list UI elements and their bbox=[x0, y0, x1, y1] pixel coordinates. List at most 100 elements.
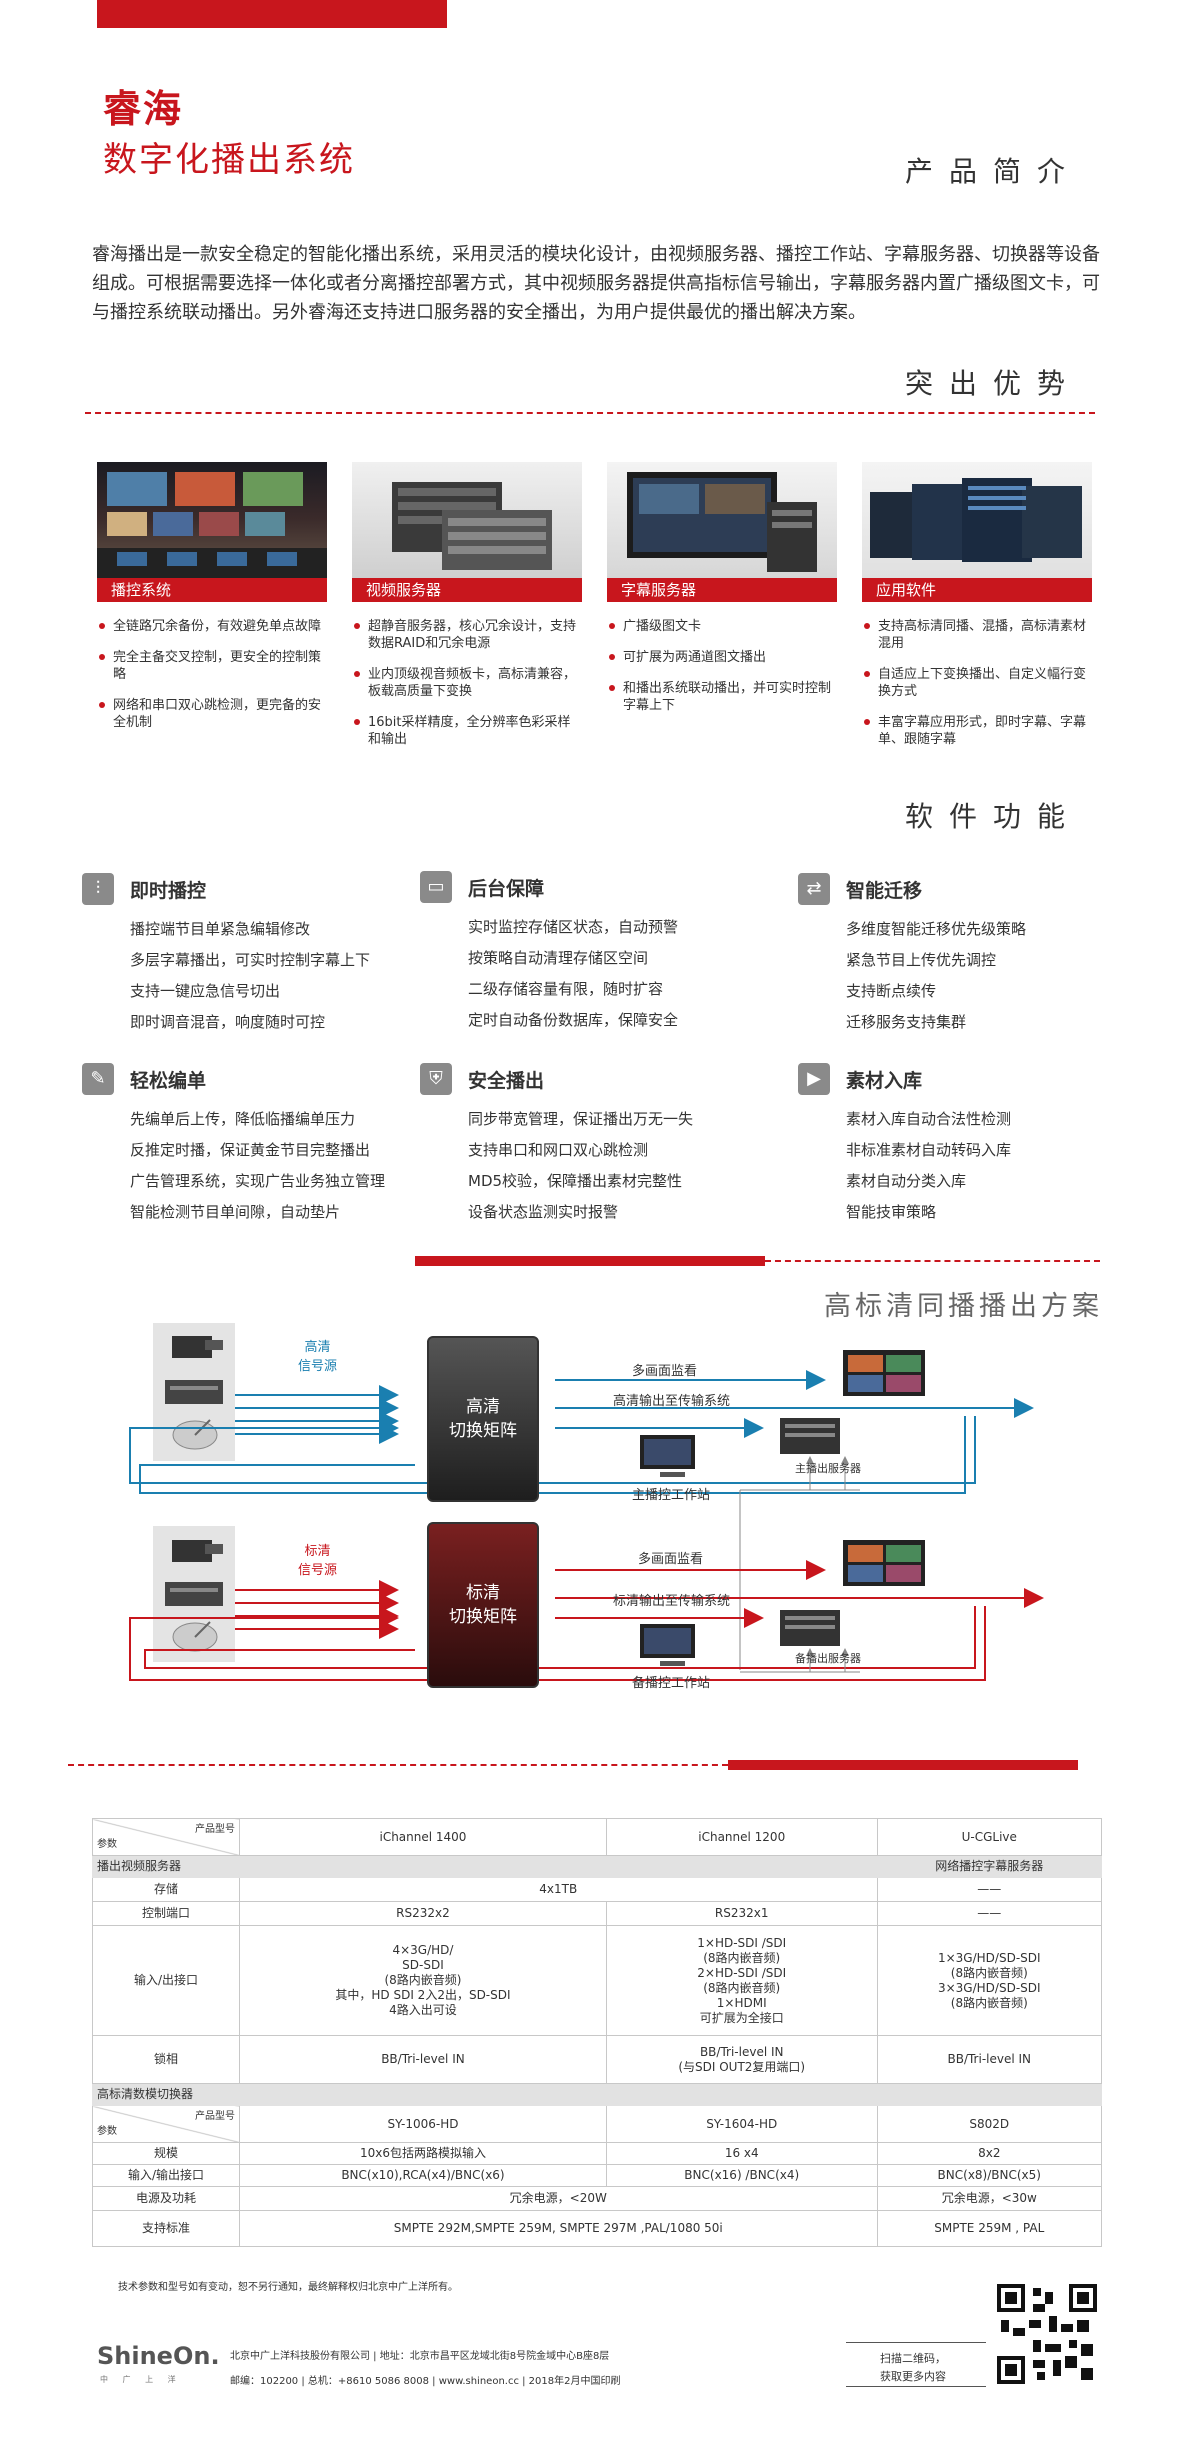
list-item: 智能检测节目单间隙，自动垫片 bbox=[130, 1203, 341, 1221]
spec-note: 技术参数和型号如有变动，恕不另行通知，最终解释权归北京中广上洋所有。 bbox=[118, 2282, 458, 2293]
list-item: 多维度智能迁移优先级策略 bbox=[846, 920, 1027, 938]
table-cell: —— bbox=[876, 1901, 1103, 1926]
function-title: 智能迁移 bbox=[846, 879, 923, 902]
row-label: 电源及功耗 bbox=[92, 2186, 240, 2211]
list-item: 按策略自动清理存储区空间 bbox=[468, 949, 649, 967]
diagram-accent-bar bbox=[415, 1256, 765, 1266]
section-title-functions: 软件功能 bbox=[904, 800, 1081, 833]
function-group: ✎轻松编单 先编单后上传，降低临播编单压力 反推定时播，保证黄金节目完整播出 广… bbox=[82, 1062, 442, 1228]
list-item: 自适应上下变换播出、自定义幅行变换方式 bbox=[862, 666, 1092, 700]
sd-server-label: 备播出服务器 bbox=[795, 1652, 861, 1665]
card-label: 应用软件 bbox=[862, 578, 1092, 602]
list-item: 智能技审策略 bbox=[846, 1203, 937, 1221]
card-label: 字幕服务器 bbox=[607, 578, 837, 602]
table-header-cell: SY-1604-HD bbox=[605, 2105, 878, 2143]
table-cell: BB/Tri-level IN (与SDI OUT2复用端口) bbox=[605, 2035, 878, 2084]
list-item: 可扩展为两通道图文播出 bbox=[607, 649, 837, 666]
list-item: 和播出系统联动播出，并可实时控制字幕上下 bbox=[607, 680, 837, 714]
list-item: 多层字幕播出，可实时控制字幕上下 bbox=[130, 951, 371, 969]
advantage-card-software: 应用软件 支持高标清同播、混播，高标清素材混用 自适应上下变换播出、自定义幅行变… bbox=[862, 462, 1092, 762]
table-header-cell: U-CGLive bbox=[876, 1818, 1103, 1856]
table-corner: 产品型号 参数 bbox=[92, 2105, 240, 2143]
list-item: 播控端节目单紧急编辑修改 bbox=[130, 920, 311, 938]
row-label: 输入/出接口 bbox=[92, 1925, 240, 2036]
table-cell: SMPTE 259M , PAL bbox=[876, 2210, 1103, 2247]
list-item: 完全主备交叉控制，更安全的控制策略 bbox=[97, 649, 327, 683]
function-group: ▶素材入库 素材入库自动合法性检测 非标准素材自动转码入库 素材自动分类入库 智… bbox=[798, 1062, 1158, 1228]
broadcast-diagram bbox=[129, 1323, 1044, 1681]
list-item: 素材自动分类入库 bbox=[846, 1172, 967, 1190]
transfer-icon: ⇄ bbox=[798, 873, 830, 905]
row-label: 锁相 bbox=[92, 2035, 240, 2084]
list-item: 支持一键应急信号切出 bbox=[130, 982, 281, 1000]
hd-server-icon bbox=[780, 1418, 840, 1454]
workstation-illustration bbox=[627, 472, 817, 572]
table-cell: BNC(x8)/BNC(x5) bbox=[876, 2164, 1103, 2187]
table-cell: SMPTE 292M,SMPTE 259M, SMPTE 297M ,PAL/1… bbox=[239, 2210, 878, 2247]
list-item: 超静音服务器，核心冗余设计，支持数据RAID和冗余电源 bbox=[352, 618, 582, 652]
list-item: 二级存储容量有限，随时扩容 bbox=[468, 980, 664, 998]
control-room-image: 播控系统 bbox=[97, 462, 327, 602]
list-item: 网络和串口双心跳检测，更完备的安全机制 bbox=[97, 697, 327, 731]
table-cell: 10x6包括两路模拟输入 bbox=[239, 2142, 607, 2165]
list-item: 广告管理系统，实现广告业务独立管理 bbox=[130, 1172, 386, 1190]
ingest-icon: ▶ bbox=[798, 1063, 830, 1095]
company-logo: ShineOn. bbox=[97, 2342, 220, 2370]
function-title: 轻松编单 bbox=[130, 1069, 207, 1092]
function-title: 素材入库 bbox=[846, 1069, 923, 1092]
table-header-cell: SY-1006-HD bbox=[239, 2105, 607, 2143]
list-item: 支持高标清同播、混播，高标清素材混用 bbox=[862, 618, 1092, 652]
list-item: 迁移服务支持集群 bbox=[846, 1013, 967, 1031]
server-image: 视频服务器 bbox=[352, 462, 582, 602]
hd-matrix: 高清 切换矩阵 bbox=[427, 1336, 539, 1502]
divider bbox=[846, 2342, 986, 2343]
hd-workstation-label: 主播控工作站 bbox=[632, 1488, 711, 1503]
sd-server-icon bbox=[780, 1610, 840, 1646]
list-item: 定时自动备份数据库，保障安全 bbox=[468, 1011, 679, 1029]
function-group: ⫶即时播控 播控端节目单紧急编辑修改 多层字幕播出，可实时控制字幕上下 支持一键… bbox=[82, 872, 442, 1038]
function-title: 安全播出 bbox=[468, 1069, 545, 1092]
hd-output-label: 高清输出至传输系统 bbox=[613, 1394, 731, 1409]
qr-code-icon[interactable] bbox=[997, 2284, 1097, 2384]
table-cell: 4x1TB bbox=[239, 1877, 878, 1902]
sliders-icon: ⫶ bbox=[82, 873, 114, 905]
monitor-icon: ▭ bbox=[420, 871, 452, 903]
list-item: 全链路冗余备份，有效避免单点故障 bbox=[97, 618, 327, 635]
server-illustration bbox=[392, 482, 552, 570]
advantage-card-video-server: 视频服务器 超静音服务器，核心冗余设计，支持数据RAID和冗余电源 业内顶级视音… bbox=[352, 462, 582, 762]
row-label: 输入/输出接口 bbox=[92, 2164, 240, 2187]
list-item: 非标准素材自动转码入库 bbox=[846, 1141, 1012, 1159]
corner-bottom-label: 参数 bbox=[97, 2126, 117, 2137]
list-item: 业内顶级视音频板卡，高标清兼容，板载高质量下变换 bbox=[352, 666, 582, 700]
sd-monitor-label: 多画面监看 bbox=[638, 1552, 704, 1567]
list-item: 设备状态监测实时报警 bbox=[468, 1203, 619, 1221]
card-label: 视频服务器 bbox=[352, 578, 582, 602]
table-cell: BB/Tri-level IN bbox=[239, 2035, 607, 2084]
list-item: 同步带宽管理，保证播出万无一失 bbox=[468, 1110, 694, 1128]
table-cell: RS232x1 bbox=[605, 1901, 878, 1926]
table-cell: RS232x2 bbox=[239, 1901, 607, 1926]
camera-icon bbox=[172, 1540, 223, 1562]
corner-top-label: 产品型号 bbox=[195, 2111, 235, 2122]
table-corner: 产品型号 参数 bbox=[92, 1818, 240, 1856]
group-label: 网络播控字幕服务器 bbox=[876, 1855, 1103, 1878]
list-item: 支持串口和网口双心跳检测 bbox=[468, 1141, 649, 1159]
hd-monitor-label: 多画面监看 bbox=[632, 1364, 698, 1379]
table-header-cell: iChannel 1200 bbox=[605, 1818, 878, 1856]
group-label: 高标清数模切换器 bbox=[92, 2083, 1102, 2106]
spec-table: 产品型号 参数 iChannel 1400 iChannel 1200 U-CG… bbox=[92, 1818, 1103, 2247]
company-logo-sub: 中 广 上 洋 bbox=[100, 2375, 182, 2384]
software-screens-image: 应用软件 bbox=[862, 462, 1092, 602]
list-item: 即时调音混音，响度随时可控 bbox=[130, 1013, 326, 1031]
qr-caption-2: 获取更多内容 bbox=[880, 2370, 946, 2383]
list-item: 反推定时播，保证黄金节目完整播出 bbox=[130, 1141, 371, 1159]
hd-source-label: 高清 信号源 bbox=[298, 1340, 338, 1374]
list-item: MD5校验，保障播出素材完整性 bbox=[468, 1172, 683, 1190]
workstation-image: 字幕服务器 bbox=[607, 462, 837, 602]
table-cell: BNC(x16) /BNC(x4) bbox=[605, 2164, 878, 2187]
top-accent-bar bbox=[97, 0, 447, 28]
edit-icon: ✎ bbox=[82, 1063, 114, 1095]
list-item: 丰富字幕应用形式，即时字幕、字幕单、跟随字幕 bbox=[862, 714, 1092, 748]
corner-bottom-label: 参数 bbox=[97, 1839, 117, 1850]
table-header-cell: iChannel 1400 bbox=[239, 1818, 607, 1856]
